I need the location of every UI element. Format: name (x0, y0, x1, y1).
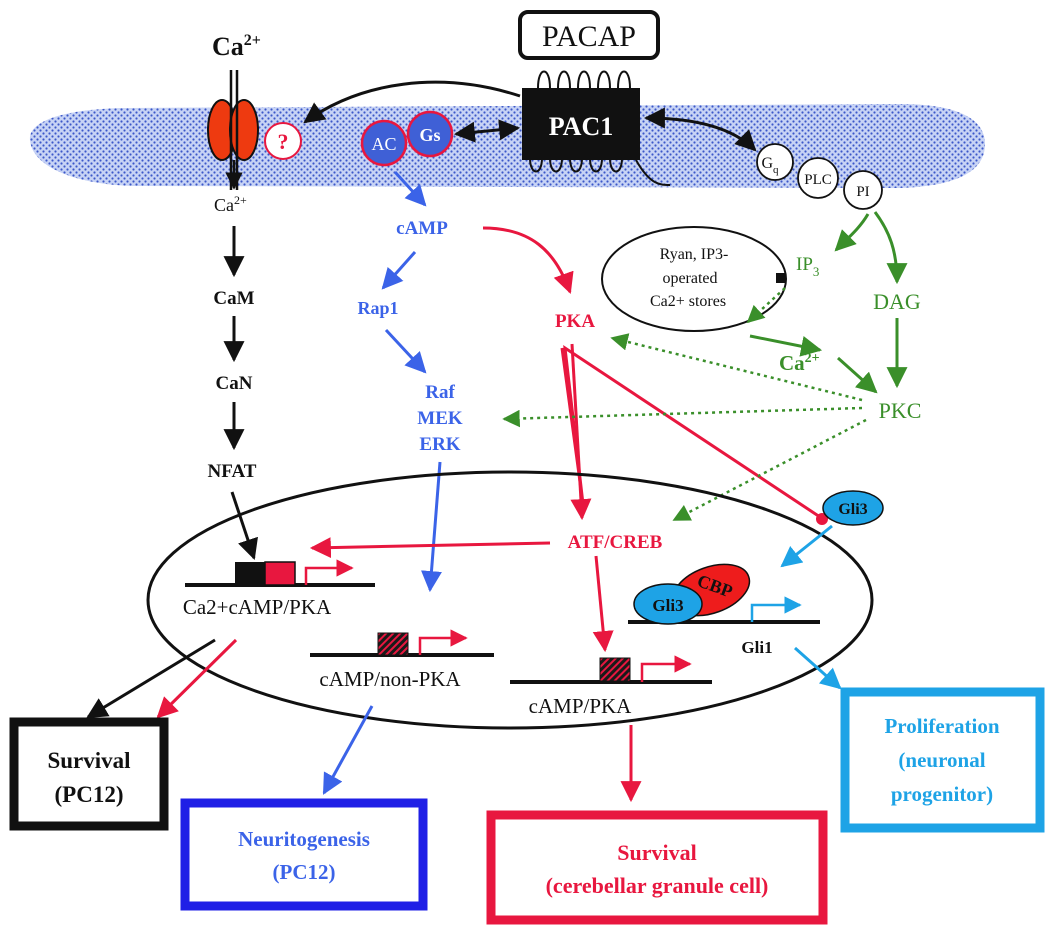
rap1-label: Rap1 (357, 298, 398, 318)
plc-enzyme (797, 157, 839, 199)
pacap-box (518, 10, 660, 60)
unknown-protein (264, 122, 302, 160)
neuritogenesis-line1: Neuritogenesis (238, 827, 370, 851)
arrow-nonpka-to-neuritogenesis (322, 705, 374, 795)
promoter-camp-nonpka-label: cAMP/non-PKA (319, 667, 461, 691)
can-label: CaN (216, 373, 253, 394)
promoter-ca-camp-label: Ca2+cAMP/PKA (183, 595, 332, 619)
pac1-label: PAC1 (549, 112, 614, 141)
nfat-label: NFAT (208, 461, 257, 482)
arrow-pi-to-ip3 (834, 213, 870, 252)
survival-cgc-line1: Survival (617, 840, 696, 865)
cam-label: CaM (213, 288, 254, 309)
ca-green-label: Ca2+ (779, 351, 820, 375)
outcome-proliferation (840, 687, 1045, 833)
arrow-pi-to-dag (873, 211, 908, 285)
gli3-inside (633, 583, 703, 625)
ca-channel-right (229, 99, 259, 161)
plc-label: PLC (804, 172, 832, 188)
survival-cgc-line2: (cerebellar granule cell) (546, 873, 769, 898)
pka-label: PKA (555, 311, 595, 332)
store-line2: operated (662, 270, 717, 287)
arrow-erk-to-promoter (421, 461, 442, 593)
inhibit-end-dot (816, 513, 828, 525)
gli1-label: Gli1 (741, 638, 772, 657)
tss-arrow-gli1 (750, 596, 802, 622)
response-element-hatched-1 (377, 632, 409, 656)
proliferation-line3: progenitor) (891, 782, 993, 806)
gs-label: Gs (419, 125, 440, 145)
pi-lipid (843, 170, 883, 210)
dotted-pkc-to-raf (502, 406, 863, 428)
ca-outside-label: Ca2+ (212, 32, 261, 61)
response-element-black (235, 562, 265, 585)
response-element-red (264, 561, 296, 586)
gli3-inside-label: Gli3 (652, 596, 683, 615)
arrow-gli3-into-nucleus (780, 524, 833, 568)
ac-enzyme (360, 119, 408, 167)
nucleus (146, 470, 874, 730)
gq-protein (756, 143, 794, 181)
ca-inside-label: Ca2+ (214, 193, 247, 215)
erk-label: ERK (419, 434, 460, 455)
dotted-pkc-to-pka (610, 333, 863, 402)
pac1-receptor-loops (529, 70, 671, 186)
unknown-protein-label: ? (278, 129, 289, 154)
pi-label: PI (856, 184, 869, 200)
mek-label: MEK (417, 408, 463, 429)
response-element-hatched-2 (599, 657, 631, 682)
arrow-pac1-gs (453, 119, 521, 143)
survival-pc12-line2: (PC12) (55, 782, 124, 807)
gq-label: Gq (761, 155, 779, 176)
arrow-ca-promoter-to-survival-black (86, 638, 216, 719)
arrow-ca-promoter-to-survival-red (156, 638, 238, 719)
tss-arrow-camp-nonpka (418, 629, 468, 655)
pacap-label: PACAP (542, 20, 636, 53)
ip3-label: IP3 (796, 254, 819, 279)
arrow-pac1-gq (643, 107, 757, 152)
inhibit-pka-to-gli3 (560, 344, 821, 519)
arrow-camp-to-rap1 (381, 251, 417, 290)
pac1-receptor (522, 88, 640, 160)
raf-label: Raf (425, 382, 455, 403)
arrow-atf-to-pka-promoter (592, 555, 614, 653)
arrow-gli1-to-proliferation (794, 646, 842, 690)
arrow-ip3-to-store (746, 287, 786, 324)
gli3-outside (822, 490, 884, 526)
arrow-ac-to-camp (393, 170, 427, 207)
ip3-receptor (776, 273, 786, 283)
arrow-store-to-ca (749, 334, 823, 357)
ac-label: AC (371, 134, 396, 154)
proliferation-line2: (neuronal (898, 748, 985, 772)
tss-arrow-camp-pka (640, 655, 692, 682)
arrow-pac1-to-channel (303, 80, 521, 124)
neuritogenesis-line2: (PC12) (273, 860, 336, 884)
outcome-survival-cgc (486, 810, 828, 925)
arrow-atf-to-ca-promoter (309, 537, 551, 559)
gli3-outside-label: Gli3 (838, 501, 867, 518)
arrow-camp-to-pka (482, 226, 574, 294)
store-line1: Ryan, IP3- (660, 246, 729, 263)
cell-membrane (29, 104, 985, 188)
arrow-ca-to-pkc (836, 356, 878, 394)
promoter-camp-pka-label: cAMP/PKA (529, 694, 633, 718)
arrow-rap1-to-raf (384, 328, 427, 374)
survival-pc12-line1: Survival (47, 748, 130, 773)
atf-creb-label: ATF/CREB (568, 532, 663, 553)
outcome-neuritogenesis (180, 798, 428, 911)
store-line3: Ca2+ stores (650, 293, 726, 310)
camp-label: cAMP (396, 218, 448, 239)
proliferation-line1: Proliferation (884, 714, 999, 738)
arrow-nfat-to-promoter (230, 491, 258, 560)
dotted-pkc-to-atf (672, 418, 867, 522)
outcome-survival-pc12 (9, 717, 169, 831)
dag-label: DAG (873, 289, 921, 314)
gs-protein (406, 110, 454, 158)
pkc-label: PKC (879, 398, 922, 423)
tss-arrow-ca-camp (304, 559, 354, 585)
